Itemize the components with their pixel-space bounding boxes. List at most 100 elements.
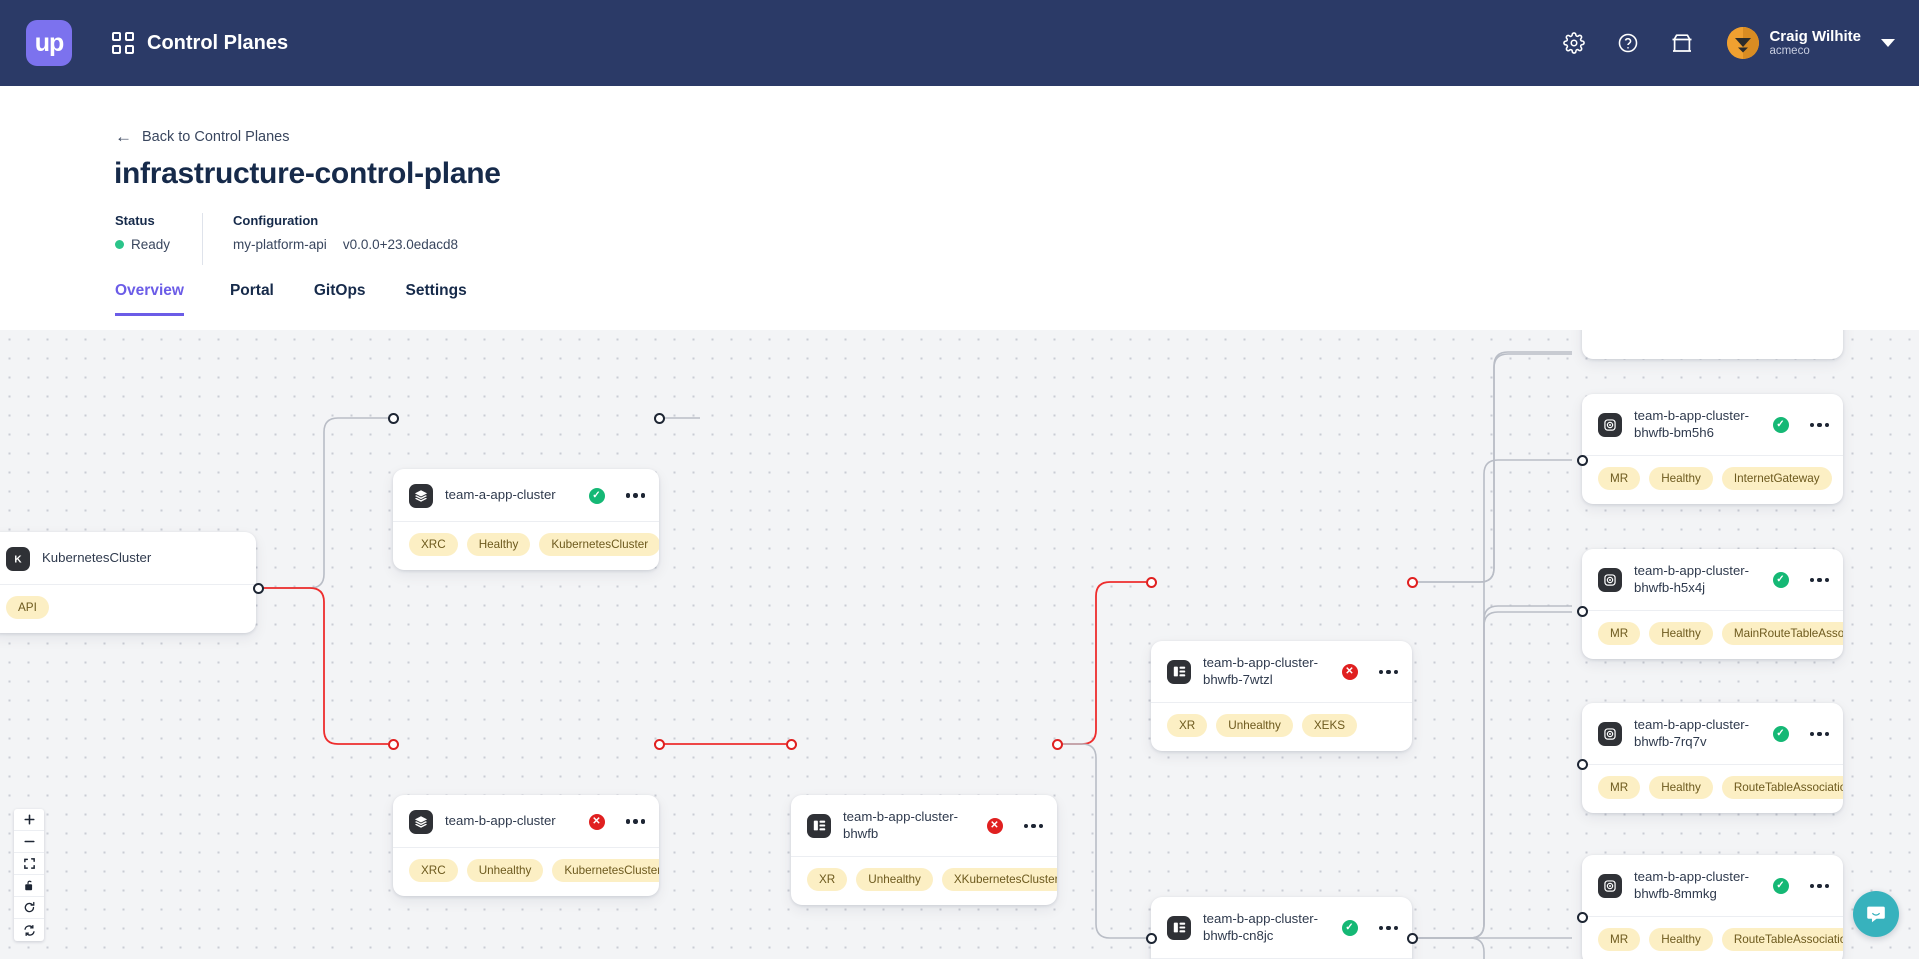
graph-node-kubernetescluster[interactable]: K KubernetesCluster API	[0, 532, 256, 633]
divider	[1582, 763, 1843, 765]
node-handle-left[interactable]	[1146, 577, 1157, 588]
avatar	[1727, 27, 1760, 59]
divider	[393, 521, 659, 522]
gear-icon[interactable]	[1559, 28, 1589, 58]
node-handle-left[interactable]	[1577, 912, 1588, 923]
layers-icon	[409, 809, 433, 834]
graph-node-team-b-app-cluster-bhwfb-8mmkg[interactable]: team-b-app-cluster-bhwfb-8mmkg ✓ MR Heal…	[1582, 855, 1843, 959]
node-chip: KubernetesCluster	[539, 533, 659, 556]
divider	[202, 213, 204, 265]
node-menu-button[interactable]	[1809, 422, 1829, 428]
marketplace-icon[interactable]	[1667, 28, 1697, 58]
node-chip: MR	[1598, 466, 1641, 490]
tab-gitops[interactable]: GitOps	[313, 282, 366, 299]
node-handle-right[interactable]	[654, 413, 665, 424]
lock-icon[interactable]	[14, 875, 44, 897]
chevron-down-icon[interactable]	[1881, 39, 1895, 47]
node-chip: XEKS	[1301, 713, 1358, 737]
node-chip: Unhealthy	[1216, 713, 1293, 737]
page-title: infrastructure-control-plane	[114, 157, 501, 190]
node-handle-left[interactable]	[786, 739, 797, 750]
fit-view-icon[interactable]	[14, 853, 44, 875]
status-block: Status Ready	[115, 213, 170, 252]
node-handle-left[interactable]	[1146, 933, 1157, 944]
node-chip: XRC	[409, 859, 458, 882]
graph-node-team-b-app-cluster-bhwfb-h5x4j[interactable]: team-b-app-cluster-bhwfb-h5x4j ✓ MR Heal…	[1582, 549, 1843, 659]
node-handle-right[interactable]	[1407, 933, 1418, 944]
node-menu-button[interactable]	[625, 493, 645, 498]
graph-node-team-b-app-cluster-bhwfb-cn8jc[interactable]: team-b-app-cluster-bhwfb-cn8jc ✓ XR Heal…	[1151, 897, 1412, 959]
user-menu[interactable]: Craig Wilhite acmeco	[1727, 27, 1895, 59]
resource-icon	[1167, 659, 1191, 684]
back-to-control-planes-link[interactable]: ← Back to Control Planes	[115, 128, 290, 145]
tab-overview[interactable]: Overview	[115, 282, 210, 316]
node-handle-left[interactable]	[388, 739, 399, 750]
node-menu-button[interactable]	[1809, 731, 1829, 737]
node-title: team-b-app-cluster-bhwfb-cn8jc	[1203, 911, 1319, 943]
node-handle-right[interactable]	[1052, 739, 1063, 750]
node-menu-button[interactable]	[625, 819, 645, 824]
kubernetes-icon: K	[6, 546, 30, 571]
node-menu-button[interactable]	[1378, 669, 1398, 675]
node-chip: XR	[1167, 713, 1208, 737]
node-handle-right[interactable]	[253, 583, 264, 594]
graph-node-team-b-app-cluster-bhwfb[interactable]: team-b-app-cluster-bhwfb ✕ XR Unhealthy …	[791, 795, 1057, 905]
tab-portal[interactable]: Portal	[229, 282, 274, 299]
node-title: team-b-app-cluster-bhwfb-bm5h6	[1634, 408, 1750, 440]
node-chip: XRC	[409, 533, 458, 556]
resource-graph-canvas[interactable]: K KubernetesCluster API team-a-app-clust…	[0, 330, 1919, 959]
zoom-in-icon[interactable]	[14, 809, 44, 831]
status-check-icon: ✓	[1772, 416, 1789, 433]
graph-node-team-b-app-cluster-bhwfb-7rq7v[interactable]: team-b-app-cluster-bhwfb-7rq7v ✓ MR Heal…	[1582, 703, 1843, 813]
node-handle-left[interactable]	[1577, 759, 1588, 770]
help-icon[interactable]	[1613, 28, 1643, 58]
node-menu-button[interactable]	[1378, 925, 1398, 931]
back-link-label: Back to Control Planes	[142, 128, 290, 145]
node-handle-right[interactable]	[1407, 577, 1418, 588]
divider	[1582, 454, 1843, 456]
zoom-out-icon[interactable]	[14, 831, 44, 853]
node-menu-button[interactable]	[1809, 883, 1829, 889]
node-title: team-b-app-cluster-bhwfb-7wtzl	[1203, 655, 1319, 687]
node-title: team-b-app-cluster-bhwfb-8mmkg	[1634, 869, 1750, 901]
managed-resource-icon	[1598, 721, 1622, 746]
node-chip: Healthy	[1649, 466, 1713, 490]
sync-icon[interactable]	[14, 919, 44, 941]
tab-settings[interactable]: Settings	[405, 282, 467, 299]
status-check-icon: ✓	[588, 487, 605, 504]
status-check-icon: ✓	[1772, 571, 1789, 588]
node-chip: Unhealthy	[466, 859, 544, 882]
refresh-icon[interactable]	[14, 897, 44, 919]
node-title: team-a-app-cluster	[445, 487, 556, 503]
node-title: team-b-app-cluster-bhwfb	[843, 809, 959, 841]
graph-node-team-a-app-cluster[interactable]: team-a-app-cluster ✓ XRC Healthy Kuberne…	[393, 469, 659, 570]
node-handle-left[interactable]	[388, 413, 399, 424]
grid-icon[interactable]	[112, 32, 134, 54]
node-chip: XR	[807, 867, 848, 891]
node-menu-button[interactable]	[1809, 577, 1829, 583]
graph-controls	[14, 809, 44, 941]
status-check-icon: ✓	[1772, 877, 1789, 894]
node-title: KubernetesCluster	[42, 550, 152, 566]
divider	[1582, 915, 1843, 917]
node-handle-left[interactable]	[1577, 455, 1588, 466]
user-name: Craig Wilhite	[1769, 27, 1861, 45]
graph-node-team-b-app-cluster-bhwfb-bm5h6[interactable]: team-b-app-cluster-bhwfb-bm5h6 ✓ MR Heal…	[1582, 394, 1843, 504]
graph-node-partial-top[interactable]	[1582, 330, 1843, 359]
node-handle-left[interactable]	[1577, 606, 1588, 617]
node-chip: MainRouteTableAssociation	[1721, 621, 1843, 645]
chat-icon[interactable]	[1853, 891, 1899, 937]
node-menu-button[interactable]	[1023, 823, 1043, 829]
managed-resource-icon	[1598, 412, 1622, 437]
configuration-block: Configuration my-platform-api v0.0.0+23.…	[233, 213, 458, 252]
managed-resource-icon	[1598, 567, 1622, 592]
graph-node-team-b-app-cluster-bhwfb-7wtzl[interactable]: team-b-app-cluster-bhwfb-7wtzl ✕ XR Unhe…	[1151, 641, 1412, 751]
node-chip: Healthy	[1649, 621, 1713, 645]
node-chip: Healthy	[1649, 927, 1713, 951]
status-value: Ready	[131, 237, 171, 252]
graph-edges	[258, 351, 1572, 959]
node-chip: Healthy	[466, 533, 531, 556]
upbound-logo[interactable]: up	[26, 20, 72, 66]
node-handle-right[interactable]	[654, 739, 665, 750]
graph-node-team-b-app-cluster[interactable]: team-b-app-cluster ✕ XRC Unhealthy Kuber…	[393, 795, 659, 896]
